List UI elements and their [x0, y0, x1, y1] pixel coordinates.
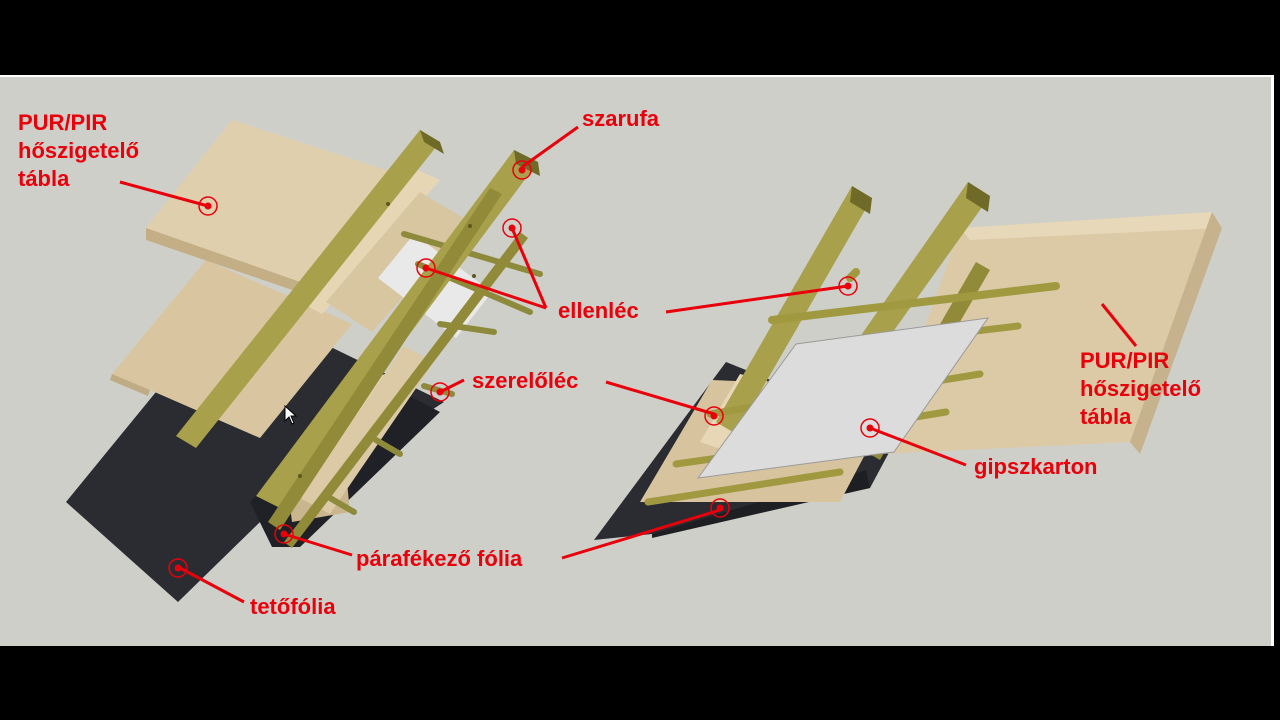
mouse-cursor-icon [284, 405, 298, 425]
label-parafekezo-folia: párafékező fólia [356, 546, 523, 571]
label-right-pur-line3: tábla [1080, 404, 1132, 429]
marker-ellenlec-2 [502, 218, 522, 238]
label-gipszkarton: gipszkarton [974, 454, 1098, 479]
modeling-viewport[interactable]: PUR/PIR hőszigetelő tábla szarufa ellenl… [0, 75, 1274, 646]
annotation-markers [168, 160, 880, 578]
letterbox-bottom [0, 646, 1280, 720]
label-ellenlec: ellenléc [558, 298, 639, 323]
marker-ellenlec-right [838, 276, 858, 296]
label-left-pur-line2: hőszigetelő [18, 138, 140, 163]
annotation-leaders [119, 125, 1138, 604]
label-tetofolia: tetőfólia [250, 594, 336, 619]
label-left-pur-line1: PUR/PIR [18, 110, 108, 135]
marker-parafekezo-left [274, 524, 294, 544]
label-szerelolec: szerelőléc [472, 368, 579, 393]
marker-szerelolec-left [430, 382, 450, 402]
marker-gipszkarton [860, 418, 880, 438]
letterbox-top [0, 0, 1280, 75]
marker-szerelolec-right [704, 406, 724, 426]
left-insulation-slab [300, 170, 440, 314]
marker-left-pur [198, 196, 218, 216]
label-left-pur-line3: tábla [18, 166, 70, 191]
label-left-pur-pir: PUR/PIR hőszigetelő tábla [18, 109, 139, 193]
roof-layers-scene [66, 120, 1222, 604]
marker-tetofolia [168, 558, 188, 578]
label-right-pur-line2: hőszigetelő [1080, 376, 1202, 401]
label-right-pur-line1: PUR/PIR [1080, 348, 1170, 373]
label-right-pur-pir: PUR/PIR hőszigetelő tábla [1080, 347, 1201, 431]
right-insulation-board [880, 212, 1212, 454]
right-gypsum-board [696, 317, 990, 479]
label-szarufa: szarufa [582, 106, 660, 131]
marker-ellenlec-1 [416, 258, 436, 278]
marker-szarufa [512, 160, 532, 180]
marker-parafekezo-right [710, 498, 730, 518]
